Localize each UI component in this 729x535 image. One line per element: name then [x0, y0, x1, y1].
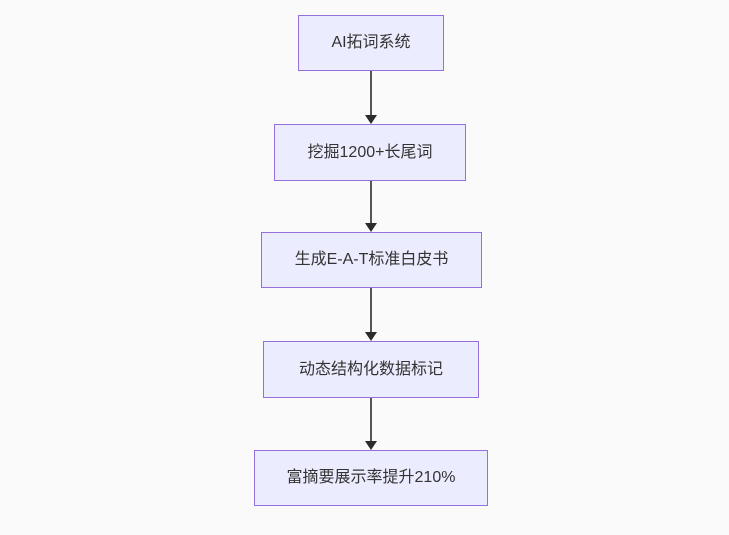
edge-line	[370, 288, 372, 332]
flow-node-label: 挖掘1200+长尾词	[307, 143, 433, 161]
flow-node-label: AI拓词系统	[331, 34, 411, 52]
arrowhead-down-icon	[365, 441, 377, 450]
flow-node-longtail-keywords: 挖掘1200+长尾词	[274, 124, 466, 181]
arrowhead-down-icon	[365, 223, 377, 232]
arrowhead-down-icon	[365, 332, 377, 341]
edge-line	[370, 71, 372, 115]
flow-node-label: 动态结构化数据标记	[298, 360, 443, 378]
flow-edge-4	[364, 398, 378, 450]
flow-node-eat-whitepaper: 生成E-A-T标准白皮书	[261, 232, 482, 288]
flow-edge-3	[364, 288, 378, 341]
flow-node-label: 富摘要展示率提升210%	[286, 469, 456, 487]
flow-edge-1	[364, 71, 378, 124]
flow-edge-2	[364, 181, 378, 232]
flow-node-ai-expansion-system: AI拓词系统	[298, 15, 444, 71]
flow-node-label: 生成E-A-T标准白皮书	[294, 251, 449, 269]
arrowhead-down-icon	[365, 115, 377, 124]
flow-node-rich-snippet-rate: 富摘要展示率提升210%	[254, 450, 488, 506]
edge-line	[370, 181, 372, 223]
flow-node-structured-data-markup: 动态结构化数据标记	[263, 341, 479, 398]
edge-line	[370, 398, 372, 441]
